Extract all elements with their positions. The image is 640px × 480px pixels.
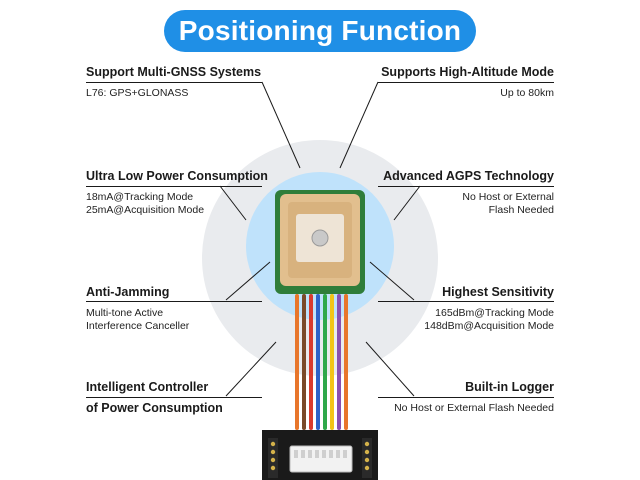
connector-line: [219, 185, 247, 221]
feature-intelligent-controller: Intelligent Controller: [86, 379, 208, 395]
feature-agps-detail: No Host or External Flash Needed: [462, 191, 554, 217]
gps-antenna-module-icon: [275, 190, 365, 294]
connector-line: [261, 81, 301, 169]
feature-title-continued: of Power Consumption: [86, 401, 223, 415]
feature-detail: L76: GPS+GLONASS: [86, 87, 189, 99]
feature-divider: [378, 82, 554, 83]
feature-sensitivity: Highest Sensitivity: [442, 284, 554, 300]
feature-logger-detail: No Host or External Flash Needed: [394, 402, 554, 415]
feature-detail: No Host or External Flash Needed: [394, 402, 554, 414]
feature-detail: Multi-tone Active: [86, 307, 164, 319]
feature-logger: Built-in Logger: [465, 379, 554, 395]
feature-low-power-detail: 18mA@Tracking Mode 25mA@Acquisition Mode: [86, 191, 204, 217]
feature-anti-jamming-detail: Multi-tone Active Interference Canceller: [86, 307, 189, 333]
feature-high-altitude-detail: Up to 80km: [500, 87, 554, 100]
connector-line: [339, 81, 379, 169]
feature-title: Supports High-Altitude Mode: [381, 65, 554, 79]
feature-sensitivity-detail: 165dBm@Tracking Mode 148dBm@Acquisition …: [424, 307, 554, 333]
feature-title: Advanced AGPS Technology: [383, 169, 554, 183]
feature-title: Anti-Jamming: [86, 285, 170, 299]
feature-detail: 25mA@Acquisition Mode: [86, 204, 205, 216]
feature-detail: Flash Needed: [488, 204, 554, 216]
feature-divider: [86, 397, 262, 398]
connector-lines: [219, 81, 421, 397]
feature-detail: No Host or External: [462, 191, 554, 203]
feature-divider: [378, 301, 554, 302]
feature-detail: 148dBm@Acquisition Mode: [424, 320, 554, 332]
feature-detail: 18mA@Tracking Mode: [86, 191, 194, 203]
page-title-banner: Positioning Function: [164, 10, 476, 52]
feature-high-altitude: Supports High-Altitude Mode: [381, 64, 554, 80]
feature-divider: [86, 301, 262, 302]
feature-title: Built-in Logger: [465, 380, 554, 394]
feature-divider: [378, 397, 554, 398]
connector-line: [225, 341, 277, 397]
connector-line: [365, 341, 415, 397]
feature-multi-gnss-detail: L76: GPS+GLONASS: [86, 87, 188, 100]
feature-divider: [378, 186, 554, 187]
feature-detail: Up to 80km: [500, 87, 554, 99]
connector-line: [369, 261, 415, 301]
feature-anti-jamming: Anti-Jamming: [86, 284, 169, 300]
feature-title: Highest Sensitivity: [442, 285, 554, 299]
feature-title: Intelligent Controller: [86, 380, 209, 394]
feature-title: Ultra Low Power Consumption: [86, 169, 268, 183]
connector-line: [225, 261, 271, 301]
feature-intelligent-controller-detail: of Power Consumption: [86, 400, 223, 416]
feature-low-power: Ultra Low Power Consumption: [86, 168, 268, 184]
feature-divider: [86, 186, 262, 187]
ribbon-cable: [295, 294, 348, 430]
feature-detail: 165dBm@Tracking Mode: [435, 307, 554, 319]
feature-divider: [86, 82, 262, 83]
feature-agps: Advanced AGPS Technology: [383, 168, 554, 184]
feature-title: Support Multi-GNSS Systems: [86, 65, 262, 79]
feature-detail: Interference Canceller: [86, 320, 190, 332]
connector-line: [393, 185, 421, 221]
breakout-board: [262, 430, 378, 480]
feature-multi-gnss: Support Multi-GNSS Systems: [86, 64, 261, 80]
